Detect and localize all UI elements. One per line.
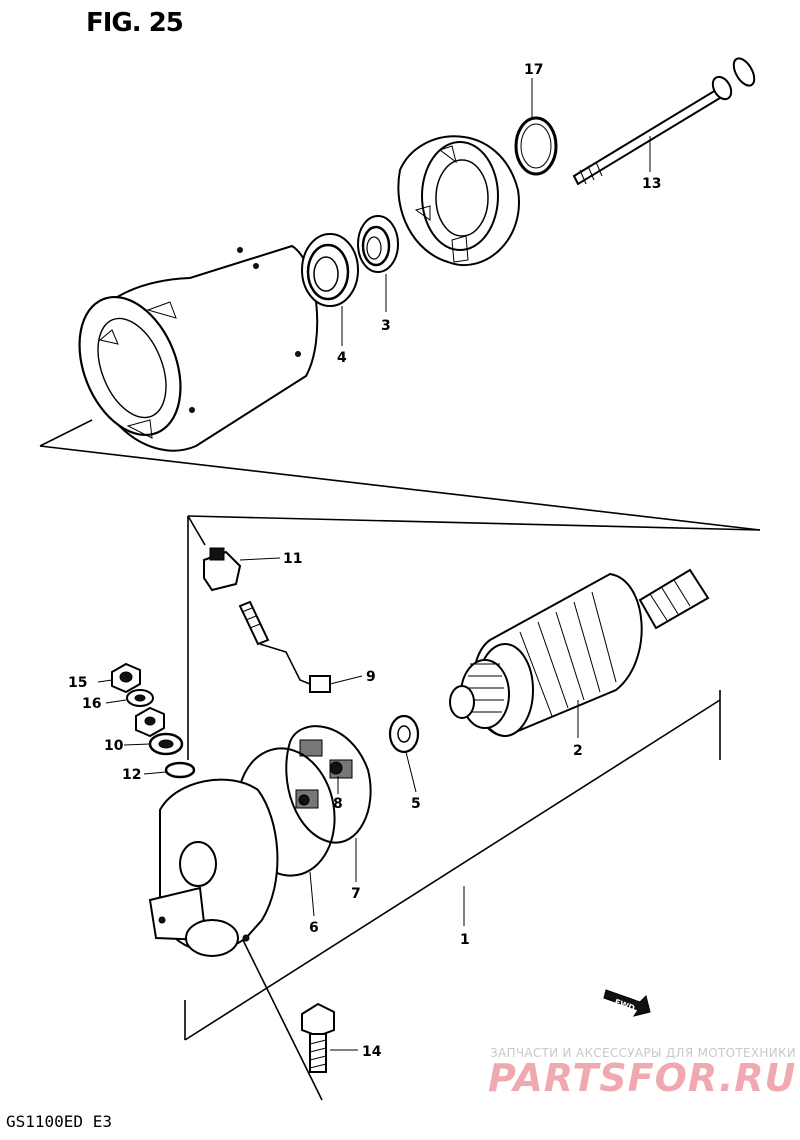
brush-8 (298, 761, 343, 806)
callout-7: 7 (351, 886, 361, 902)
lower-assembly-bracket (184, 515, 761, 1101)
insulator-11 (203, 547, 242, 592)
washer-5 (388, 714, 420, 754)
armature-2 (449, 568, 710, 738)
callout-17: 17 (524, 62, 543, 78)
callout-15: 15 (68, 675, 87, 691)
through-bolt-13 (572, 57, 756, 186)
model-code: GS1100ED E3 (6, 1112, 112, 1131)
watermark-caption: ЗАПЧАСТИ И АКСЕССУАРЫ ДЛЯ МОТОТЕХНИКИ (490, 1046, 797, 1060)
figure-title: FIG. 25 (86, 8, 184, 38)
callout-3: 3 (381, 318, 391, 334)
washer-16 (126, 689, 154, 707)
rear-cover (148, 778, 279, 957)
callout-16: 16 (82, 696, 101, 712)
callout-6: 6 (309, 920, 319, 936)
o-ring-12 (164, 761, 196, 779)
yoke-housing (78, 244, 319, 452)
callout-5: 5 (411, 796, 421, 812)
callout-14: 14 (362, 1044, 382, 1060)
washer-10 (148, 732, 184, 756)
callout-2: 2 (573, 743, 583, 759)
callout-1: 1 (460, 932, 470, 948)
callout-4: 4 (337, 350, 347, 366)
callout-9: 9 (366, 669, 376, 685)
callout-numbers: 17 13 3 4 11 9 15 16 10 12 2 5 8 7 6 1 1… (68, 62, 661, 1060)
screw-14 (301, 1002, 335, 1073)
front-cover (397, 135, 520, 267)
callout-10: 10 (104, 738, 124, 754)
upper-assembly-bracket (39, 419, 761, 531)
callout-13: 13 (642, 176, 661, 192)
watermark-logo: PARTSFOR.RU (488, 1056, 797, 1100)
fwd-arrow-badge: FWD (603, 989, 651, 1017)
terminal-bolt-9 (238, 600, 331, 693)
o-ring-17 (514, 116, 558, 176)
callout-8: 8 (333, 796, 343, 812)
callout-11: 11 (283, 551, 302, 567)
callout-12: 12 (122, 767, 141, 783)
bearing-4 (301, 233, 359, 307)
oil-seal-3 (357, 215, 399, 273)
nut-15 (111, 662, 141, 694)
nut-16b (135, 706, 165, 738)
leader-lines (97, 78, 651, 1051)
